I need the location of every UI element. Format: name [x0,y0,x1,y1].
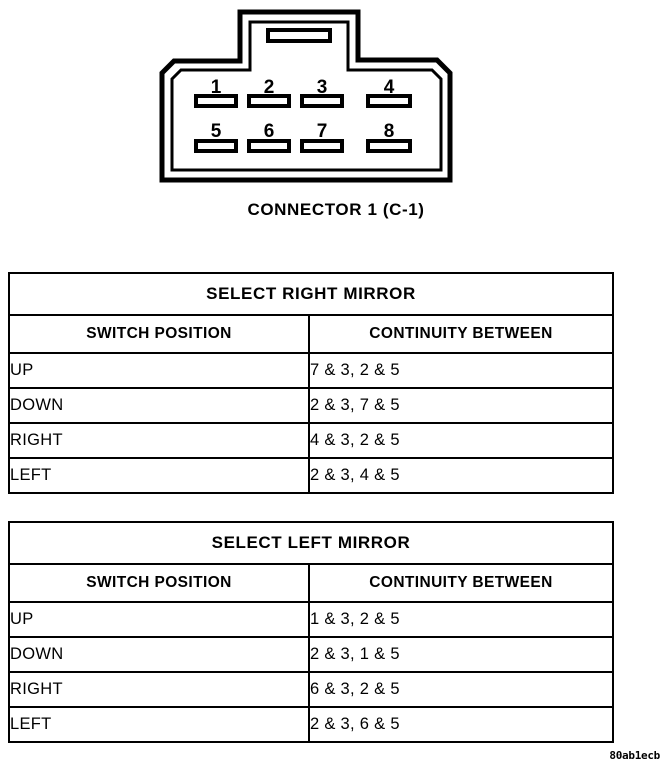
pin-number-7: 7 [316,121,328,142]
terminal-slot-5 [194,139,238,153]
terminal-slot-3 [300,94,344,108]
housing-inner-outline [170,20,443,172]
table-row: RIGHT 4 & 3, 2 & 5 [8,422,615,459]
continuity-value: 4 & 3, 2 & 5 [307,422,615,459]
pin-number-1: 1 [210,77,222,98]
table-row: LEFT 2 & 3, 4 & 5 [8,457,615,494]
terminal-slot-1 [194,94,238,108]
figure-code: 80ab1ecb [609,749,660,762]
continuity-value: 7 & 3, 2 & 5 [307,352,615,389]
switch-position-value: RIGHT [8,422,310,459]
continuity-value: 2 & 3, 1 & 5 [308,636,614,673]
table-title: SELECT LEFT MIRROR [8,521,614,565]
switch-position-value: LEFT [8,457,310,494]
pin-number-5: 5 [210,121,222,142]
continuity-value: 1 & 3, 2 & 5 [308,601,614,638]
connector-housing-drawing [159,9,453,183]
switch-position-value: UP [8,352,310,389]
column-header-switch-position: SWITCH POSITION [8,563,310,603]
table-header-row: SWITCH POSITION CONTINUITY BETWEEN [8,563,614,603]
table-row: LEFT 2 & 3, 6 & 5 [8,706,614,743]
terminal-slot-6 [247,139,291,153]
switch-position-value: DOWN [8,387,310,424]
switch-position-value: LEFT [8,706,310,743]
continuity-value: 2 & 3, 7 & 5 [307,387,615,424]
pin-number-3: 3 [316,77,328,98]
connector-figure: 1 2 3 4 5 6 7 8 CONNECTOR 1 (C-1) [0,0,672,232]
terminal-slot-7 [300,139,344,153]
table-title-row: SELECT LEFT MIRROR [8,521,614,565]
pin-number-8: 8 [383,121,395,142]
switch-position-value: DOWN [8,636,310,673]
terminal-slot-8 [366,139,412,153]
terminal-slot-2 [247,94,291,108]
table-row: RIGHT 6 & 3, 2 & 5 [8,671,614,708]
switch-position-value: RIGHT [8,671,310,708]
table-row: DOWN 2 & 3, 7 & 5 [8,387,615,424]
table-row: UP 1 & 3, 2 & 5 [8,601,614,638]
continuity-value: 2 & 3, 4 & 5 [307,457,615,494]
continuity-value: 6 & 3, 2 & 5 [308,671,614,708]
locking-tab-notch [266,28,332,43]
column-header-switch-position: SWITCH POSITION [8,314,310,354]
table-title-row: SELECT RIGHT MIRROR [7,272,615,316]
housing-outer-outline [159,9,453,183]
table-row: DOWN 2 & 3, 1 & 5 [8,636,614,673]
connector-caption: CONNECTOR 1 (C-1) [247,200,425,219]
select-right-mirror-table: SELECT RIGHT MIRROR SWITCH POSITION CONT… [7,272,615,494]
pin-number-2: 2 [263,77,275,98]
switch-position-value: UP [8,601,310,638]
table-title: SELECT RIGHT MIRROR [7,272,615,316]
continuity-value: 2 & 3, 6 & 5 [308,706,614,743]
table-header-row: SWITCH POSITION CONTINUITY BETWEEN [8,314,615,354]
table-row: UP 7 & 3, 2 & 5 [8,352,615,389]
column-header-continuity-between: CONTINUITY BETWEEN [307,314,615,354]
pin-number-4: 4 [383,77,395,98]
column-header-continuity-between: CONTINUITY BETWEEN [308,563,614,603]
terminal-slot-4 [366,94,412,108]
pin-number-6: 6 [263,121,275,142]
select-left-mirror-table: SELECT LEFT MIRROR SWITCH POSITION CONTI… [8,521,614,743]
